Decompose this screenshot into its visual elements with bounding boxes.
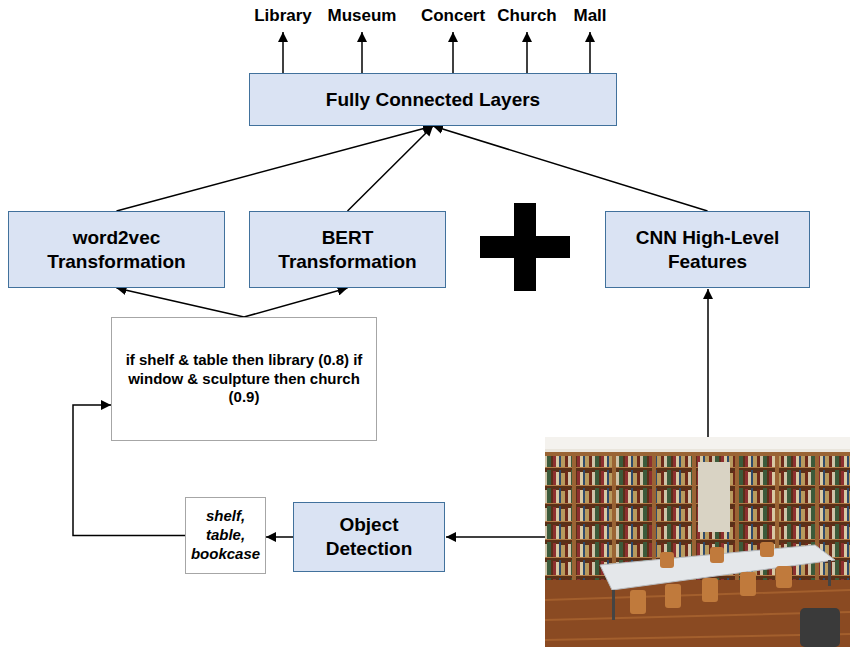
rules-box: if shelf & table then library (0.8) if w… [111, 317, 377, 441]
connector-arrow [433, 126, 708, 211]
photo-chair [740, 572, 756, 596]
plus-sign [480, 203, 570, 291]
connector-arrow [117, 126, 434, 211]
photo-chair [630, 590, 646, 614]
node-text: word2vec Transformation [17, 226, 216, 274]
node-text: Fully Connected Layers [326, 88, 540, 112]
node-text: if shelf & table then library (0.8) if w… [120, 351, 368, 407]
class-label: Mall [573, 6, 606, 26]
connector-arrow [117, 288, 245, 317]
photo-chair [710, 547, 724, 563]
photo-shelf-post [612, 452, 616, 582]
class-label: Library [254, 6, 312, 26]
photo-table-leg [828, 560, 831, 586]
photo-floor [545, 580, 850, 647]
photo-arrows [446, 289, 708, 537]
class-arrow [452, 32, 454, 73]
photo-table-leg [612, 590, 615, 620]
photo-shelf-top [545, 452, 850, 456]
connector-arrow [348, 126, 434, 211]
photo-door [698, 462, 730, 532]
class-arrow [282, 32, 284, 73]
node-text: BERT Transformation [258, 226, 437, 274]
photo-chair [660, 552, 674, 568]
class-label: Concert [421, 6, 485, 26]
photo-chair [760, 542, 774, 557]
node-text: CNN High-Level Features [614, 226, 801, 274]
class-arrow [526, 32, 528, 73]
connector-arrow [244, 288, 348, 317]
photo-ceiling [545, 437, 850, 449]
photo-arrow [446, 536, 545, 538]
class-arrows [283, 32, 590, 73]
class-label: Museum [328, 6, 397, 26]
objects-box: shelf, table, bookcase [185, 497, 266, 574]
class-arrow [361, 32, 363, 73]
photo-chair [702, 578, 718, 602]
photo-chair [776, 566, 792, 588]
class-arrow [589, 32, 591, 73]
photo-chair [800, 608, 840, 647]
process-box: Object Detection [293, 502, 445, 572]
photo-arrow [707, 289, 709, 437]
process-box: word2vec Transformation [8, 211, 225, 288]
photo-wall [545, 437, 850, 647]
node-text: Object Detection [302, 513, 436, 561]
class-label: Church [497, 6, 557, 26]
process-box: BERT Transformation [249, 211, 446, 288]
process-box: CNN High-Level Features [605, 211, 810, 288]
fc-layers-box: Fully Connected Layers [249, 73, 617, 126]
library-photo [545, 437, 850, 647]
photo-chairs [630, 542, 840, 647]
connector-arrow [266, 536, 293, 538]
photo-shelf-post [572, 452, 576, 582]
node-text: shelf, table, bookcase [191, 507, 260, 563]
plus-bar [514, 203, 536, 291]
photo-chair [665, 584, 681, 608]
